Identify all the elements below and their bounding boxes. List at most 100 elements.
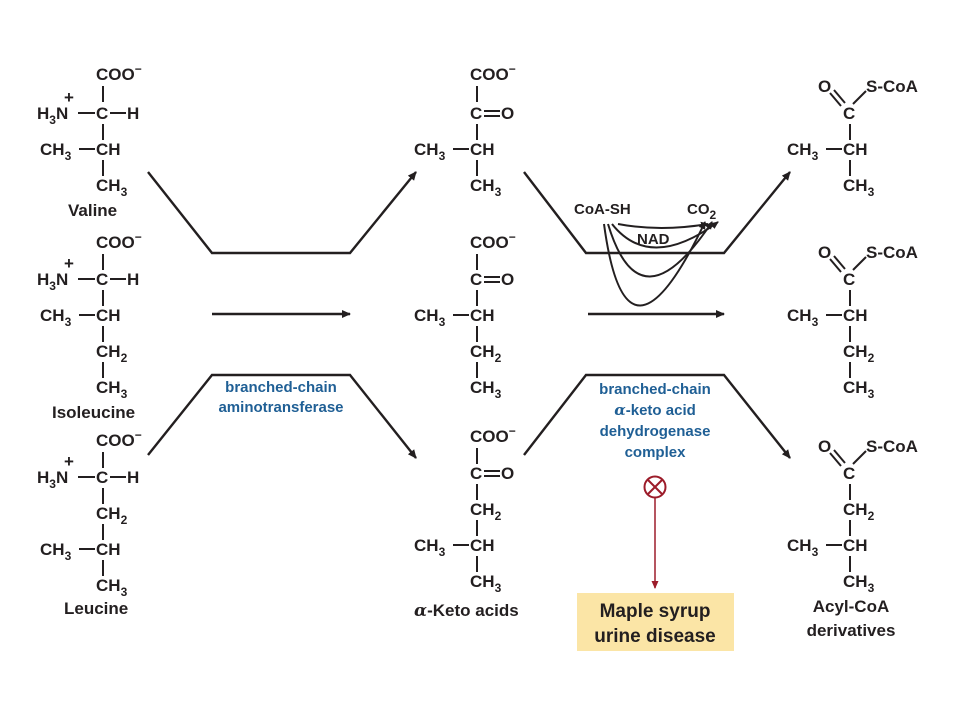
svg-text:CH2: CH2 [470, 342, 502, 365]
isoleucine-alpha-c: C [96, 270, 108, 289]
valine-amino: H3N [37, 104, 68, 127]
leucine-alpha-c: C [96, 468, 108, 487]
svg-text:CH2: CH2 [843, 342, 875, 365]
svg-text:O: O [818, 437, 831, 456]
valine-ch3-side: CH3 [40, 140, 72, 163]
isoleucine-ch3-side: CH3 [40, 306, 72, 329]
svg-text:C: C [470, 104, 482, 123]
svg-text:C: C [470, 270, 482, 289]
svg-text:CH: CH [470, 306, 495, 325]
svg-text:O: O [501, 104, 514, 123]
svg-text:C: C [843, 104, 855, 123]
leucine-ch: CH [96, 540, 121, 559]
svg-text:CH3: CH3 [470, 176, 502, 199]
transamination-arrows: branched-chain aminotransferase [147, 171, 417, 459]
valine-alpha-c: C [96, 104, 108, 123]
svg-text:CH2: CH2 [843, 500, 875, 523]
svg-text:CH3: CH3 [470, 378, 502, 401]
svg-text:COO−: COO− [470, 230, 516, 252]
keto-acid-2: COO− C O CH3 CH CH2 CH3 [414, 230, 516, 401]
co2-label: CO2 [687, 201, 717, 222]
svg-text:CH: CH [843, 140, 868, 159]
svg-text:S-CoA: S-CoA [866, 437, 918, 456]
disease-line1: Maple syrup [600, 601, 711, 622]
valine-h: H [127, 104, 139, 123]
dehydrogenase-arrows: CoA-SH CO2 NAD branched-chain α-keto aci… [523, 171, 791, 461]
disease-line2: urine disease [594, 626, 715, 647]
disease-box [577, 593, 734, 651]
svg-text:CH3: CH3 [414, 536, 446, 559]
svg-text:CH: CH [843, 306, 868, 325]
svg-text:O: O [501, 464, 514, 483]
valine-plus: + [64, 88, 74, 107]
svg-text:CH3: CH3 [414, 306, 446, 329]
coa-sh-label: CoA-SH [574, 201, 631, 218]
svg-text:C: C [843, 270, 855, 289]
acyl-coa-1: O S-CoA C CH3 CH CH3 [787, 77, 918, 199]
svg-text:O: O [818, 243, 831, 262]
isoleucine-structure: COO− H3N + C H CH3 CH CH2 CH3 Isoleucine [37, 230, 142, 422]
leucine-ch2: CH2 [96, 504, 128, 527]
leucine-h: H [127, 468, 139, 487]
svg-text:CH: CH [843, 536, 868, 555]
enzyme-aminotransferase-line2: aminotransferase [218, 399, 343, 416]
acyl-coa-3: O S-CoA C CH2 CH3 CH CH3 Acyl-CoA deriva… [787, 437, 918, 640]
svg-text:S-CoA: S-CoA [866, 77, 918, 96]
svg-text:CH3: CH3 [414, 140, 446, 163]
arrow-keto3-to-acyl [523, 373, 791, 459]
svg-text:COO−: COO− [470, 424, 516, 446]
keto-acid-3: COO− C O CH2 CH3 CH CH3 α-Keto acids [414, 424, 519, 621]
svg-text:COO−: COO− [470, 62, 516, 84]
enzyme-dehydrogenase-line4: complex [625, 444, 687, 461]
keto-acids-label: α-Keto acids [414, 601, 519, 621]
isoleucine-coo: COO− [96, 230, 142, 252]
isoleucine-label: Isoleucine [52, 403, 135, 422]
svg-text:CH2: CH2 [470, 500, 502, 523]
svg-text:CH3: CH3 [787, 140, 819, 163]
valine-structure: COO− H3N + C H CH3 CH CH3 Valine [37, 62, 142, 220]
leucine-plus: + [64, 452, 74, 471]
nad-label: NAD [637, 231, 670, 248]
valine-coo: COO− [96, 62, 142, 84]
svg-text:C: C [470, 464, 482, 483]
valine-ch: CH [96, 140, 121, 159]
inhibition-icon [643, 475, 667, 499]
arrow-valine-to-keto [147, 171, 417, 255]
isoleucine-ch: CH [96, 306, 121, 325]
svg-text:O: O [501, 270, 514, 289]
svg-text:CH3: CH3 [787, 536, 819, 559]
enzyme-dehydrogenase-line2: α-keto acid [614, 401, 696, 419]
valine-label: Valine [68, 201, 117, 220]
svg-text:CH3: CH3 [470, 572, 502, 595]
leucine-amino: H3N [37, 468, 68, 491]
keto-acid-1: COO− C O CH3 CH CH3 [414, 62, 516, 199]
svg-text:CH3: CH3 [843, 378, 875, 401]
leucine-end-ch3: CH3 [96, 576, 128, 599]
leucine-label: Leucine [64, 599, 128, 618]
acyl-coa-2: O S-CoA C CH3 CH CH2 CH3 [787, 243, 918, 401]
enzyme-dehydrogenase-line3: dehydrogenase [600, 423, 711, 440]
svg-text:CH3: CH3 [843, 572, 875, 595]
svg-text:CH3: CH3 [843, 176, 875, 199]
isoleucine-amino: H3N [37, 270, 68, 293]
isoleucine-end-ch3: CH3 [96, 378, 128, 401]
isoleucine-plus: + [64, 254, 74, 273]
enzyme-aminotransferase-line1: branched-chain [225, 379, 337, 396]
arrow-keto1-to-acyl [523, 171, 791, 255]
svg-text:CH: CH [470, 536, 495, 555]
isoleucine-h: H [127, 270, 139, 289]
isoleucine-ch2: CH2 [96, 342, 128, 365]
acyl-coa-label-2: derivatives [807, 621, 896, 640]
maple-syrup-block: Maple syrup urine disease [577, 475, 734, 651]
acyl-coa-label-1: Acyl-CoA [813, 597, 890, 616]
svg-text:S-CoA: S-CoA [866, 243, 918, 262]
enzyme-dehydrogenase-line1: branched-chain [599, 381, 711, 398]
valine-end-ch3: CH3 [96, 176, 128, 199]
svg-text:C: C [843, 464, 855, 483]
leucine-ch3-side: CH3 [40, 540, 72, 563]
arrow-leucine-to-keto [147, 373, 417, 459]
svg-text:CH3: CH3 [787, 306, 819, 329]
leucine-coo: COO− [96, 428, 142, 450]
leucine-structure: COO− H3N + C H CH2 CH3 CH CH3 Leucine [37, 428, 142, 618]
